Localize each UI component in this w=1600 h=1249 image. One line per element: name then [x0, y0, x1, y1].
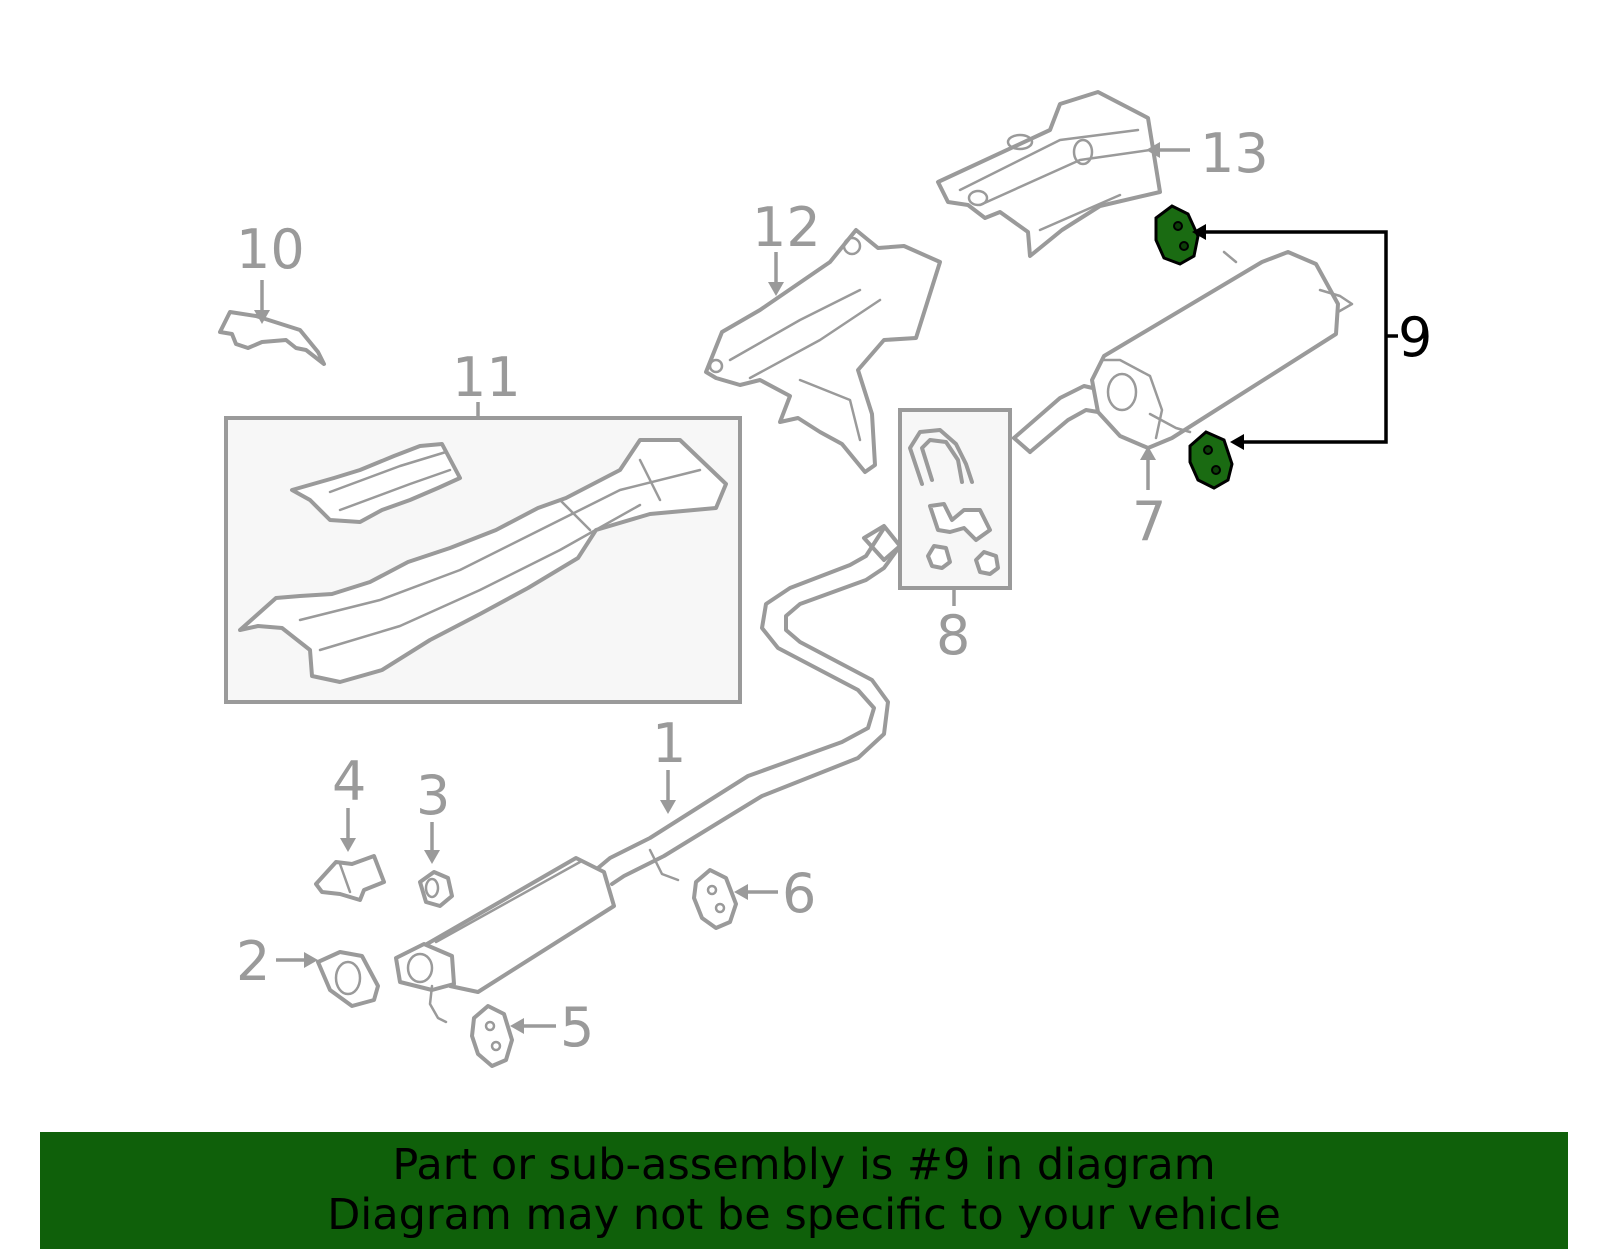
- callout-4: 4: [332, 750, 366, 813]
- heat-shield-front-part-12: [704, 228, 942, 474]
- muffler-part-7: [1012, 250, 1354, 454]
- leader-lines: [254, 142, 1190, 1034]
- hanger-part-9-lower: [1188, 430, 1234, 490]
- clamp-kit-box-8: [898, 408, 1012, 590]
- gasket-part-2: [316, 950, 380, 1008]
- callout-13: 13: [1200, 122, 1269, 185]
- callout-7: 7: [1132, 490, 1166, 553]
- callout-3: 3: [416, 764, 450, 827]
- callout-12: 12: [752, 196, 821, 259]
- front-pipe-part-1: [394, 524, 902, 1024]
- hanger-part-6: [692, 868, 738, 930]
- banner-line-disclaimer: Diagram may not be specific to your vehi…: [327, 1190, 1281, 1240]
- nut-part-3: [418, 870, 454, 908]
- bracket-part-10: [218, 310, 326, 366]
- bracket-part-4: [314, 854, 386, 902]
- callout-2: 2: [236, 930, 270, 993]
- callout-11: 11: [452, 346, 521, 409]
- hanger-part-9-upper: [1154, 204, 1200, 266]
- leader-part-9: [1192, 224, 1398, 450]
- info-banner: Part or sub-assembly is #9 in diagram Di…: [40, 1132, 1568, 1249]
- banner-line-part-number: Part or sub-assembly is #9 in diagram: [392, 1140, 1216, 1190]
- callout-8: 8: [936, 604, 970, 667]
- heat-shield-kit-box-11: [224, 416, 742, 704]
- heat-shield-rear-part-13: [936, 90, 1162, 258]
- callout-5: 5: [560, 996, 594, 1059]
- hanger-part-5: [470, 1004, 514, 1068]
- callout-9: 9: [1398, 306, 1432, 369]
- callout-1: 1: [652, 712, 686, 775]
- callout-6: 6: [782, 862, 816, 925]
- callout-10: 10: [236, 218, 305, 281]
